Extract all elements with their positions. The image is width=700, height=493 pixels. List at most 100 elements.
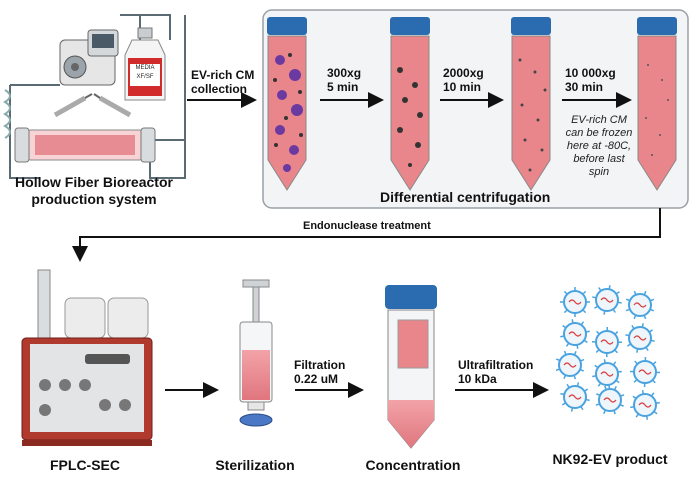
bottle-label-line2: XF/SF	[136, 74, 154, 80]
ev-spike	[650, 392, 655, 397]
ev-spike	[652, 379, 656, 384]
ultrafiltration-label: Ultrafiltration 10 kDa	[458, 358, 534, 386]
ev-cargo	[638, 369, 652, 375]
spin-2-label: 2000xg 10 min	[443, 66, 484, 94]
centrifugation-title: Differential centrifugation	[380, 189, 551, 205]
ev-cargo	[600, 371, 614, 377]
ev-spike	[633, 290, 637, 296]
ev-spike	[603, 359, 606, 364]
ev-spike	[573, 350, 577, 356]
tube-3-icon	[511, 17, 551, 191]
spin-3-label: 10 000xg 30 min	[565, 66, 616, 94]
ev-spike	[563, 309, 568, 314]
ev-spike	[580, 321, 585, 326]
ev-spike	[626, 343, 632, 347]
ev-spike	[632, 395, 637, 400]
ev-spike	[615, 379, 620, 384]
ev-spike	[555, 368, 561, 372]
ev-spike	[560, 335, 565, 338]
ev-spike	[592, 375, 597, 378]
ev-spike	[612, 361, 617, 366]
ev-spike	[592, 296, 597, 299]
ev-spike	[566, 383, 570, 389]
ev-spike	[643, 290, 647, 296]
ev-spike	[643, 314, 647, 320]
ev-spike	[653, 410, 658, 415]
ev-spike	[563, 350, 567, 356]
ev-spike	[579, 368, 585, 372]
ev-spike	[596, 330, 600, 335]
ev-spike	[649, 298, 655, 302]
syringe-filter-icon	[239, 279, 273, 427]
fplc-caption: FPLC-SEC	[50, 457, 120, 473]
ev-spike	[648, 329, 654, 333]
ev-spike	[598, 287, 602, 292]
ev-spike	[595, 403, 600, 406]
ev-cargo	[603, 397, 617, 403]
ev-spike	[649, 308, 655, 312]
ev-spike	[583, 339, 588, 344]
ev-spike	[612, 308, 616, 313]
ev-spike	[603, 310, 606, 315]
ev-spike	[595, 349, 600, 353]
ev-spike	[576, 344, 579, 349]
ev-spike	[630, 405, 635, 409]
bottle-label-line1: MEDIA	[135, 65, 155, 71]
ev-spike	[655, 401, 660, 405]
ev-cargo	[600, 339, 614, 345]
ev-spike	[563, 374, 567, 380]
product-caption: NK92-EV product	[552, 451, 668, 467]
ev-spike	[582, 309, 587, 314]
bioreactor-title-line2: production system	[31, 191, 157, 207]
ev-spike	[633, 379, 638, 383]
ev-spike	[615, 291, 620, 295]
ev-spike	[620, 394, 625, 397]
ev-spike	[635, 413, 640, 418]
ev-cargo	[638, 402, 652, 408]
ev-spike	[603, 409, 607, 414]
ev-spike	[580, 405, 584, 411]
ev-spike	[594, 364, 599, 369]
ev-spike	[555, 358, 561, 362]
filtration-label: Filtration 0.22 uM	[294, 358, 346, 386]
ev-spike	[617, 301, 622, 304]
collection-label: EV-rich CM collection	[191, 68, 255, 96]
ev-spike	[614, 349, 618, 354]
ev-spike	[641, 390, 645, 395]
tube-1-icon	[267, 17, 307, 191]
ev-spike	[561, 402, 567, 406]
ev-cargo	[633, 335, 647, 341]
ev-spike	[625, 334, 630, 337]
ev-spike	[641, 323, 644, 328]
ev-spike	[570, 407, 574, 412]
bioreactor-title: Hollow Fiber Bioreactor production syste…	[5, 174, 183, 208]
ev-spike	[617, 370, 622, 373]
ev-cargo	[568, 331, 582, 337]
bottle-label: MEDIA XF/SF	[129, 64, 161, 82]
ev-spike	[619, 403, 624, 407]
ev-spike	[585, 330, 590, 333]
ev-spike	[625, 298, 631, 302]
tube-4-icon	[637, 17, 677, 191]
ev-spike	[582, 290, 587, 295]
ev-spike	[645, 415, 649, 420]
ev-spike	[608, 285, 611, 290]
spin-1-label: 300xg 5 min	[327, 66, 362, 94]
endonuclease-arrow	[72, 208, 661, 262]
tube-2-icon	[390, 17, 430, 191]
ev-spike	[636, 348, 639, 353]
ev-spike	[625, 308, 631, 312]
ev-spike	[652, 361, 657, 365]
ev-spike	[613, 410, 616, 415]
ev-spike	[596, 393, 601, 397]
peristaltic-pump-icon	[59, 29, 119, 86]
ev-spike	[585, 398, 590, 402]
centrifugation-panel	[262, 9, 689, 209]
ev-spike	[562, 324, 567, 329]
ev-spike	[645, 346, 649, 352]
syringe-icon	[53, 93, 132, 118]
ev-spike	[650, 339, 655, 342]
ev-cargo	[568, 299, 582, 305]
ev-spike	[613, 386, 617, 391]
ev-cargo	[563, 362, 577, 368]
